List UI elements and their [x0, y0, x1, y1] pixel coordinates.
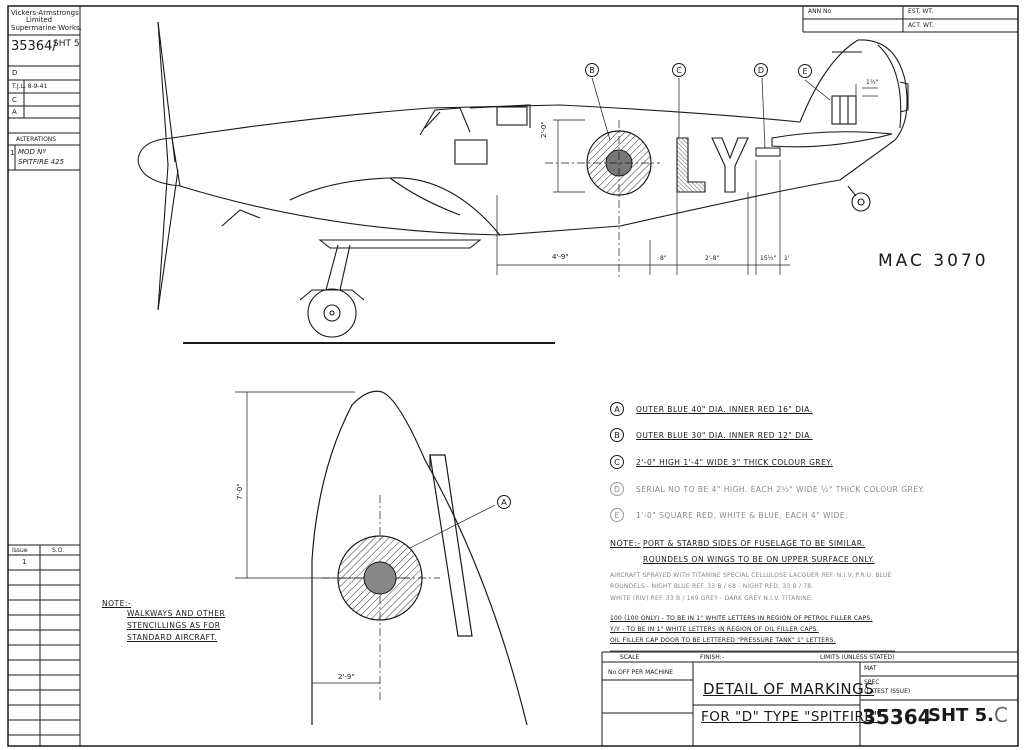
alterations-label: ALTERATIONS [16, 136, 57, 143]
legend-text-c: 2'-0" HIGH 1'-4" WIDE 3" THICK COLOUR GR… [636, 458, 833, 467]
dim-roundel-height: 2'-0" [540, 121, 548, 138]
alteration-text-2: SPITFIRE 425 [18, 158, 64, 166]
legend-text-d: SERIAL No TO BE 4" HIGH. EACH 2½" WIDE ½… [636, 485, 925, 494]
issue-label: Issue [12, 547, 28, 554]
note-line1: PORT & STARBD SIDES OF FUSELAGE TO BE SI… [643, 539, 866, 548]
scale-label: SCALE [620, 654, 640, 661]
letter-l-shape [676, 137, 706, 193]
filler-line2: Y/Y - TO BE IN 1" WHITE LETTERS IN REGIO… [610, 626, 819, 633]
mat-label: MAT [864, 665, 877, 672]
fuselage-code-letters: LY [680, 195, 681, 196]
alteration-text-1: MOD Nº [18, 148, 46, 156]
spray-line1: AIRCRAFT SPRAYED WITH TITANINE SPECIAL C… [610, 572, 892, 579]
filler-line1: 100 (100 ONLY) - TO BE IN 1" WHITE LETTE… [610, 615, 873, 622]
sheet-revision: C [994, 703, 1008, 727]
spray-line2: ROUNDELS - NIGHT BLUE REF. 33 B / 68 - N… [610, 583, 814, 590]
left-note-line2: STENCILLINGS AS FOR [127, 621, 221, 630]
rev-row-a: A [12, 108, 17, 116]
dim-serial-width: 1' [784, 255, 790, 262]
finish-label: FINISH:- [700, 654, 724, 661]
left-note-line3: STANDARD AIRCRAFT. [127, 633, 218, 642]
left-note-line1: WALKWAYS AND OTHER [127, 609, 226, 618]
rev-row-c: C [12, 96, 17, 104]
wing-roundel-inner [363, 561, 397, 595]
note-label: NOTE:- [610, 539, 641, 548]
serial-number-mark [755, 147, 781, 157]
legend-key-e: E [610, 508, 624, 522]
spray-line3: WHITE (RIV) REF. 33 B / 169 GREY - DARK … [610, 595, 813, 602]
drawing-title-line2: FOR "D" TYPE "SPITFIRE" [701, 709, 881, 725]
side-label-b: B [585, 63, 599, 77]
legend-text-e: 1'-0" SQUARE RED, WHITE & BLUE, EACH 4" … [636, 511, 849, 520]
company-name-line1: Vickers-Armstrongs [11, 9, 79, 17]
alteration-number: 1 [10, 149, 15, 157]
drawing-number: 35364 [862, 705, 932, 729]
rev-row-d: D [12, 69, 18, 77]
legend-key-a: A [610, 402, 624, 416]
no-off-label: No OFF PER MACHINE [608, 669, 674, 676]
drawing-title-line1: DETAIL OF MARKINGS [703, 680, 875, 698]
dim-nose-to-roundel: 4'-9" [552, 253, 569, 261]
dim-roundel-offset: 2'-9" [338, 673, 355, 681]
dim-tail-offset: 1½" [866, 79, 879, 86]
legend-key-c: C [610, 455, 624, 469]
note-line2: ROUNDELS ON WINGS TO BE ON UPPER SURFACE… [643, 555, 875, 564]
dim-serial-gap: 15½" [760, 255, 777, 262]
legend-text-a: OUTER BLUE 40" DIA. INNER RED 16" DIA. [636, 405, 813, 414]
side-label-e: E [798, 64, 812, 78]
company-name-line2: Limited [26, 16, 53, 24]
side-label-c: C [672, 63, 686, 77]
company-name-line3: Supermarine Works. [11, 24, 82, 32]
letter-y-shape [711, 137, 749, 193]
dim-letters-width: 2'-8" [705, 255, 720, 262]
sheet-number: SHT 5. [928, 705, 994, 726]
legend-key-b: B [610, 428, 624, 442]
act-weight-label: ACT. WT. [908, 22, 934, 29]
dim-gap-1: 8" [660, 255, 667, 262]
issue-so-label: S.O. [52, 547, 65, 554]
issue-value: 1 [22, 558, 27, 566]
side-label-d: D [754, 63, 768, 77]
wing-label-a: A [497, 495, 511, 509]
mac-number: MAC 3070 [878, 251, 989, 271]
sheet-number-small: SHT 5 [53, 39, 80, 49]
spec-note: (LATEST ISSUE) [864, 688, 911, 695]
spec-label: SPEC [864, 679, 880, 686]
drawing-number-small: 35364/ [11, 39, 57, 54]
ann-no-label: ANN No [808, 8, 832, 15]
limits-label: LIMITS (UNLESS STATED) [820, 654, 895, 661]
left-note-label: NOTE:- [102, 599, 132, 608]
legend-key-d: D [610, 482, 624, 496]
filler-line3: OIL FILLER CAP DOOR TO BE LETTERED "PRES… [610, 637, 836, 644]
rev-row-date: T.J.L. 8-9-41 [12, 83, 48, 90]
est-weight-label: EST. WT. [908, 8, 934, 15]
dim-wing-chord: 7'-0" [236, 483, 244, 500]
legend-text-b: OUTER BLUE 30" DIA. INNER RED 12" DIA. [636, 431, 813, 440]
